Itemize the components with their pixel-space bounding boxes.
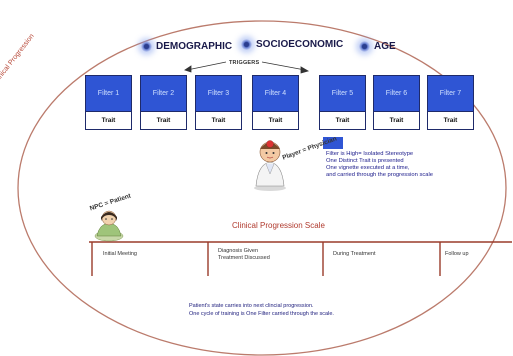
category-demographic: DEMOGRAPHIC [141, 41, 232, 52]
legend-line: One Distinct Trait is presented [326, 158, 404, 164]
filter-trait: Trait [320, 111, 365, 129]
footnote-line: Patient's state carries into next clinci… [189, 303, 314, 309]
category-label: SOCIOECONOMIC [256, 39, 344, 50]
physician-icon [254, 140, 286, 191]
scale-line [89, 241, 512, 276]
category-dot-icon [241, 39, 252, 50]
filter-name: Filter 5 [320, 76, 365, 111]
filter-name: Filter 3 [196, 76, 241, 111]
filter-trait: Trait [253, 111, 298, 129]
footnote-line: One cycle of training is One Filter carr… [189, 311, 334, 317]
legend-line: and carried through the progression scal… [326, 172, 433, 178]
filter-box: Filter 1 Trait [85, 75, 132, 130]
triggers-arrows [184, 61, 310, 74]
progression-ellipse [17, 20, 507, 356]
legend-line: One vignette executed at a time, [326, 165, 410, 171]
triggers-label: TRIGGERS [229, 60, 260, 66]
filter-trait: Trait [428, 111, 473, 129]
filter-name: Filter 2 [141, 76, 186, 111]
filter-trait: Trait [196, 111, 241, 129]
filter-trait: Trait [86, 111, 131, 129]
stage-follow-up: Follow up [445, 251, 469, 257]
category-age: AGE [359, 41, 396, 52]
scale-title: Clinical Progression Scale [232, 221, 325, 230]
legend-line: Filter is High= Isolated Stereotype [326, 151, 414, 157]
category-label: AGE [374, 41, 396, 52]
filter-name: Filter 4 [253, 76, 298, 111]
legend-swatch [323, 137, 343, 149]
filter-trait: Trait [374, 111, 419, 129]
filter-box: Filter 4 Trait [252, 75, 299, 130]
filter-name: Filter 7 [428, 76, 473, 111]
filter-box: Filter 7 Trait [427, 75, 474, 130]
filter-name: Filter 6 [374, 76, 419, 111]
stage-during-treatment: During Treatment [333, 251, 376, 257]
filter-box: Filter 6 Trait [373, 75, 420, 130]
filter-box: Filter 5 Trait [319, 75, 366, 130]
stage-diagnosis: Diagnosis Given Treatment Discussed [218, 248, 270, 261]
filter-box: Filter 2 Trait [140, 75, 187, 130]
category-label: DEMOGRAPHIC [156, 41, 233, 52]
category-dot-icon [141, 41, 152, 52]
filter-name: Filter 1 [86, 76, 131, 111]
patient-icon [94, 210, 124, 242]
filter-trait: Trait [141, 111, 186, 129]
category-socioeconomic: SOCIOECONOMIC [241, 39, 343, 50]
filter-box: Filter 3 Trait [195, 75, 242, 130]
stage-initial-meeting: Initial Meeting [103, 251, 137, 257]
category-dot-icon [359, 41, 370, 52]
